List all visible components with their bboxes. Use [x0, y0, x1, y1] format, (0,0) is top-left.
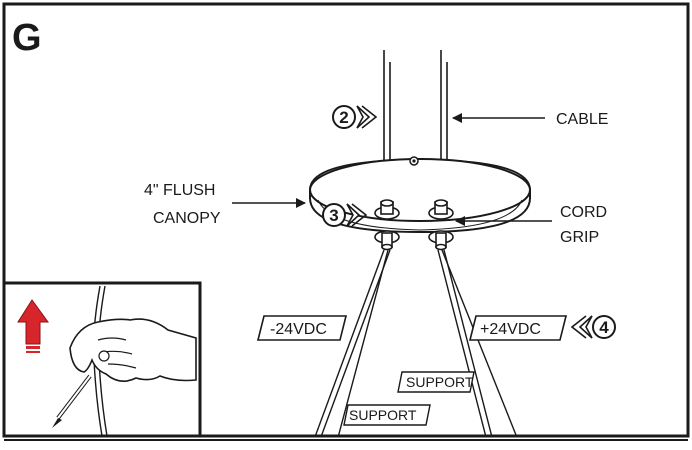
step-2-number: 2	[339, 108, 348, 127]
support-label-2: SUPPORT	[349, 407, 417, 423]
cord-grip-left-lower	[374, 230, 400, 251]
support-label-1: SUPPORT	[406, 374, 474, 390]
step-4-number: 4	[599, 318, 609, 337]
step-3-callout	[322, 203, 368, 227]
red-up-arrow-icon	[17, 299, 49, 353]
step-letter: G	[12, 17, 42, 59]
step-2-callout	[332, 105, 378, 129]
hand-pulling-wire-icon	[2, 281, 202, 438]
support-tag-2	[343, 404, 431, 426]
step-4-callout	[570, 315, 616, 339]
neg-voltage-label: -24VDC	[270, 321, 327, 338]
flush-canopy	[309, 156, 531, 234]
power-wires	[314, 249, 517, 435]
cord-grip-right-lower	[428, 230, 454, 251]
cord-grip-label-line2: GRIP	[560, 229, 599, 246]
support-tag-1	[397, 371, 475, 393]
step-3-number: 3	[329, 206, 338, 225]
canopy-label-line1: 4" FLUSH	[144, 182, 215, 199]
pos-voltage-tag	[468, 315, 568, 341]
cable-label: CABLE	[556, 111, 608, 128]
cord-grip-right-upper	[428, 199, 454, 220]
canopy-label-line2: CANOPY	[153, 210, 221, 227]
neg-voltage-tag	[256, 315, 348, 341]
panel-border	[2, 2, 690, 438]
cord-grip-label-line1: CORD	[560, 204, 607, 221]
pos-voltage-label: +24VDC	[480, 321, 541, 338]
cord-grip-left-upper	[374, 199, 400, 220]
